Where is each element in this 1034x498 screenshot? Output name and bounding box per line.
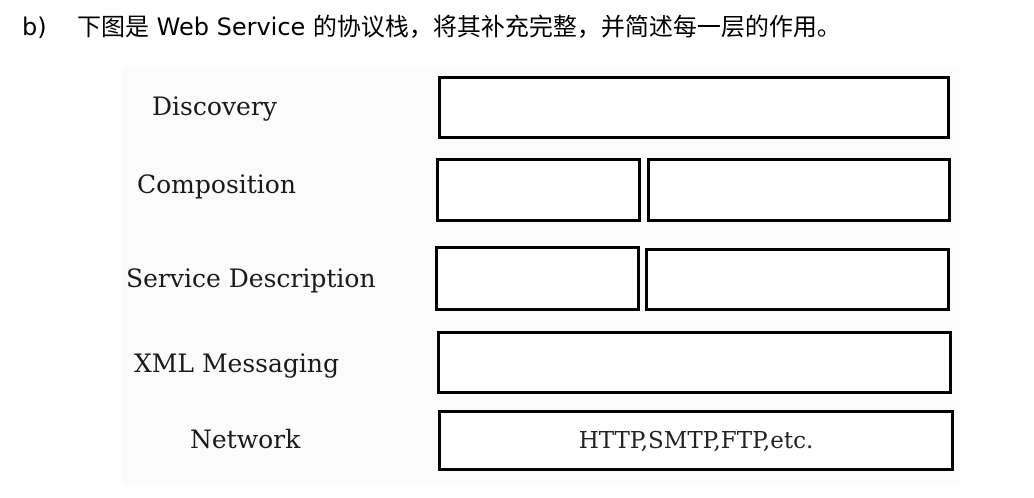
layer-label-composition: Composition [137,170,296,199]
discovery-box [438,76,950,139]
question-marker: b) [22,13,47,41]
layer-label-network: Network [190,425,301,454]
service-description-box-right [645,248,950,311]
service-description-box-right-text [648,251,947,308]
composition-box-right [647,158,951,222]
composition-box-right-text [650,161,948,219]
composition-box-left [436,158,641,222]
discovery-box-text [441,79,947,136]
layer-label-service-description: Service Description [126,264,376,293]
layer-label-xml-messaging: XML Messaging [134,349,340,378]
protocol-stack-diagram: Discovery Composition Service Descriptio… [122,68,960,484]
xml-messaging-box [437,331,952,394]
xml-messaging-box-text [440,334,949,391]
question-text-line: b) 下图是 Web Service 的协议栈，将其补充完整，并简述每一层的作用。 [22,10,841,44]
network-box: HTTP,SMTP,FTP,etc. [438,410,954,471]
network-protocols-text: HTTP,SMTP,FTP,etc. [578,427,814,454]
service-description-box-left-text [438,249,637,308]
composition-box-left-text [439,161,638,219]
service-description-box-left [435,246,640,311]
question-prompt: 下图是 Web Service 的协议栈，将其补充完整，并简述每一层的作用。 [77,13,841,41]
layer-label-discovery: Discovery [152,92,277,121]
